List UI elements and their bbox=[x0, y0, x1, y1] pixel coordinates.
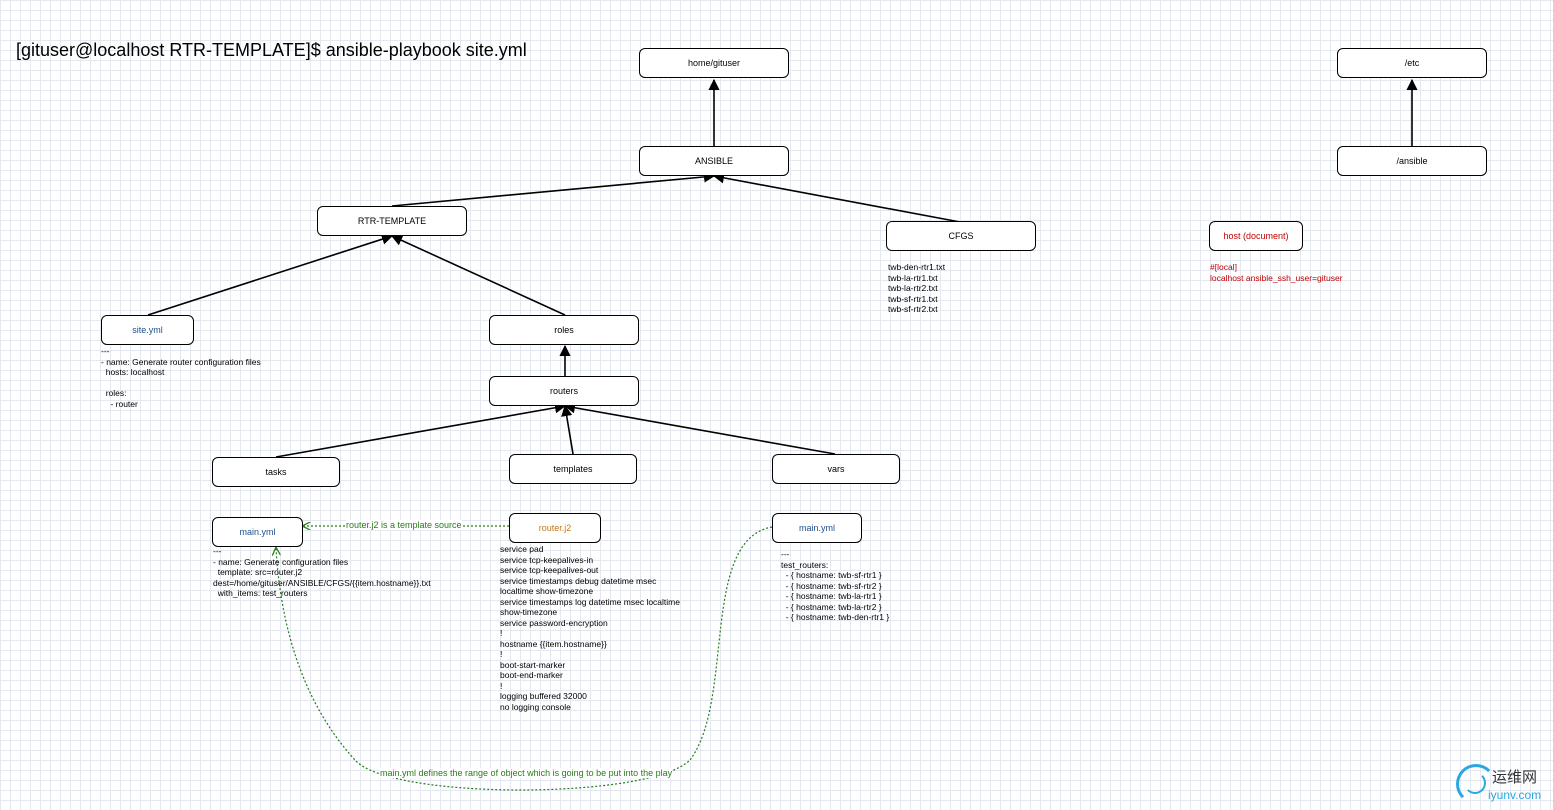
code-line: twb-den-rtr1.txt bbox=[888, 262, 946, 272]
code-line: --- bbox=[101, 346, 110, 356]
node-tasks-main-yml[interactable]: main.yml bbox=[212, 517, 303, 547]
code-line: service password-encryption bbox=[500, 617, 608, 628]
code-line: roles: bbox=[101, 388, 127, 398]
code-line: service pad bbox=[500, 544, 544, 554]
code-line: twb-sf-rtr1.txt bbox=[888, 293, 938, 304]
logo-swirl-icon bbox=[1456, 764, 1496, 804]
node-templates[interactable]: templates bbox=[509, 454, 637, 484]
annotation-range-of-object: main.yml defines the range of object whi… bbox=[380, 768, 673, 778]
node-cfgs[interactable]: CFGS bbox=[886, 221, 1036, 251]
code-line: service tcp-keepalives-out bbox=[500, 565, 599, 575]
watermark-logo: 运维网 iyunv.com bbox=[1452, 760, 1548, 806]
edge-cfgs-to-ansible bbox=[712, 172, 961, 223]
code-line: twb-la-rtr2.txt bbox=[888, 283, 938, 293]
edge-templates-to-routers bbox=[561, 404, 574, 455]
node-rtr-template[interactable]: RTR-TEMPLATE bbox=[317, 206, 467, 236]
code-line: ! bbox=[500, 649, 503, 659]
tasks-main-yml-content: ---- name: Generate configuration files … bbox=[213, 546, 431, 599]
code-line: service timestamps debug datetime msec bbox=[500, 575, 657, 586]
watermark-brand-cn: 运维网 bbox=[1492, 768, 1538, 786]
code-line: twb-sf-rtr2.txt bbox=[888, 304, 938, 314]
code-line: localtime show-timezone bbox=[500, 586, 594, 596]
command-title: [gituser@localhost RTR-TEMPLATE]$ ansibl… bbox=[16, 40, 527, 60]
edge-vars-to-routers bbox=[563, 402, 836, 455]
node-home-gituser[interactable]: home/gituser bbox=[639, 48, 789, 78]
node-vars[interactable]: vars bbox=[772, 454, 900, 484]
node-vars-main-yml[interactable]: main.yml bbox=[772, 513, 862, 543]
code-line: template: src=router.j2 bbox=[213, 567, 303, 577]
code-line: service timestamps log datetime msec loc… bbox=[500, 596, 680, 607]
code-line: localhost ansible_ssh_user=gituser bbox=[1210, 272, 1343, 283]
code-line: test_routers: bbox=[781, 559, 829, 570]
code-line bbox=[101, 378, 261, 389]
node-roles[interactable]: roles bbox=[489, 315, 639, 345]
code-line: - router bbox=[101, 398, 138, 409]
code-line: hosts: localhost bbox=[101, 367, 165, 377]
code-line: boot-start-marker bbox=[500, 659, 566, 670]
vars-main-yml-content: ---test_routers: - { hostname: twb-sf-rt… bbox=[781, 549, 889, 623]
code-line: dest=/home/gituser/ANSIBLE/CFGS/{{item.h… bbox=[213, 577, 431, 588]
code-line: --- bbox=[213, 546, 222, 556]
edge-roles-to-rtr-template bbox=[390, 235, 566, 316]
code-line: - { hostname: twb-den-rtr1 } bbox=[781, 612, 890, 622]
watermark-brand-en: iyunv.com bbox=[1488, 788, 1542, 802]
code-line: ! bbox=[500, 680, 503, 691]
node-router-j2[interactable]: router.j2 bbox=[509, 513, 601, 543]
host-document-content: #[local]localhost ansible_ssh_user=gitus… bbox=[1210, 262, 1343, 283]
node-site-yml[interactable]: site.yml bbox=[101, 315, 194, 345]
site-yml-content: ---- name: Generate router configuration… bbox=[101, 346, 261, 409]
code-line: no logging console bbox=[500, 701, 571, 712]
code-line: --- bbox=[781, 549, 790, 559]
code-line: hostname {{item.hostname}} bbox=[500, 638, 607, 649]
code-line: - { hostname: twb-la-rtr1 } bbox=[781, 591, 882, 601]
node-etc[interactable]: /etc bbox=[1337, 48, 1487, 78]
edge-tasks-to-routers bbox=[275, 402, 567, 458]
edge-site-yml-to-rtr-template bbox=[147, 233, 394, 316]
code-line: twb-la-rtr1.txt bbox=[888, 272, 938, 283]
node-ansible[interactable]: ANSIBLE bbox=[639, 146, 789, 176]
node-etc-ansible[interactable]: /ansible bbox=[1337, 146, 1487, 176]
code-line: boot-end-marker bbox=[500, 670, 563, 680]
code-line: - { hostname: twb-sf-rtr2 } bbox=[781, 580, 882, 591]
code-line: ! bbox=[500, 628, 503, 638]
code-line: #[local] bbox=[1210, 262, 1237, 272]
code-line: service tcp-keepalives-in bbox=[500, 554, 594, 565]
code-line: - { hostname: twb-la-rtr2 } bbox=[781, 601, 882, 612]
annotation-template-source: router.j2 is a template source bbox=[346, 520, 462, 530]
code-line: - { hostname: twb-sf-rtr1 } bbox=[781, 570, 882, 580]
code-line: with_items: test_routers bbox=[213, 588, 308, 598]
code-line: - name: Generate router configuration fi… bbox=[101, 356, 261, 367]
code-line: show-timezone bbox=[500, 607, 558, 617]
node-routers[interactable]: routers bbox=[489, 376, 639, 406]
logo-swirl-inner-icon bbox=[1464, 772, 1486, 794]
node-tasks[interactable]: tasks bbox=[212, 457, 340, 487]
code-line: - name: Generate configuration files bbox=[213, 556, 349, 567]
edge-rtr-template-to-ansible bbox=[391, 171, 716, 207]
code-line: logging buffered 32000 bbox=[500, 691, 587, 701]
node-host-document[interactable]: host (document) bbox=[1209, 221, 1303, 251]
